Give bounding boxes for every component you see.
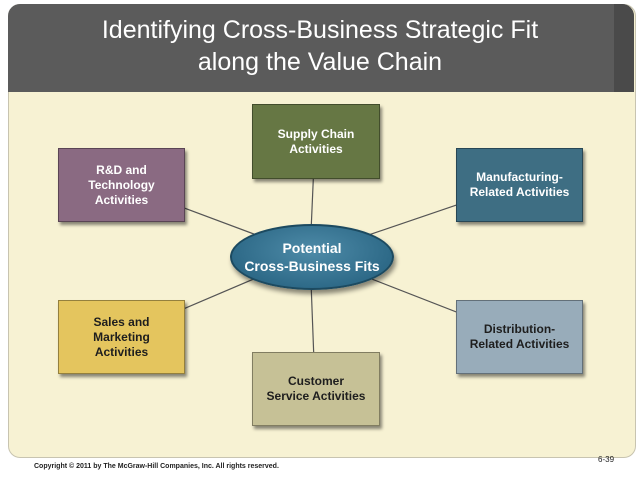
- cross-business-fits-hub: Potential Cross-Business Fits: [230, 224, 394, 290]
- supply-chain-activities-label: Supply Chain Activities: [277, 126, 355, 156]
- hub-label: Potential Cross-Business Fits: [244, 240, 380, 274]
- copyright-notice: Copyright © 2011 by The McGraw-Hill Comp…: [34, 463, 279, 470]
- manufacturing-activities-label: Manufacturing- Related Activities: [469, 170, 570, 199]
- page-number: 6-39: [598, 455, 615, 464]
- slide-title-text: Identifying Cross-Business Strategic Fit…: [101, 16, 539, 76]
- slide-title: Identifying Cross-Business Strategic Fit…: [60, 14, 580, 78]
- customer-service-activities-box: Customer Service Activities: [252, 352, 380, 426]
- manufacturing-activities-box: Manufacturing- Related Activities: [456, 148, 583, 222]
- sales-marketing-activities-label: Sales and Marketing Activities: [93, 314, 150, 359]
- customer-service-activities-label: Customer Service Activities: [266, 374, 366, 403]
- rd-activities-box: R&D and Technology Activities: [58, 148, 185, 222]
- supply-chain-activities-box: Supply Chain Activities: [252, 104, 380, 179]
- distribution-activities-box: Distribution- Related Activities: [456, 300, 583, 374]
- distribution-activities-label: Distribution- Related Activities: [469, 322, 570, 351]
- sales-marketing-activities-box: Sales and Marketing Activities: [58, 300, 185, 374]
- title-bar: [8, 4, 634, 92]
- rd-activities-label: R&D and Technology Activities: [88, 162, 155, 207]
